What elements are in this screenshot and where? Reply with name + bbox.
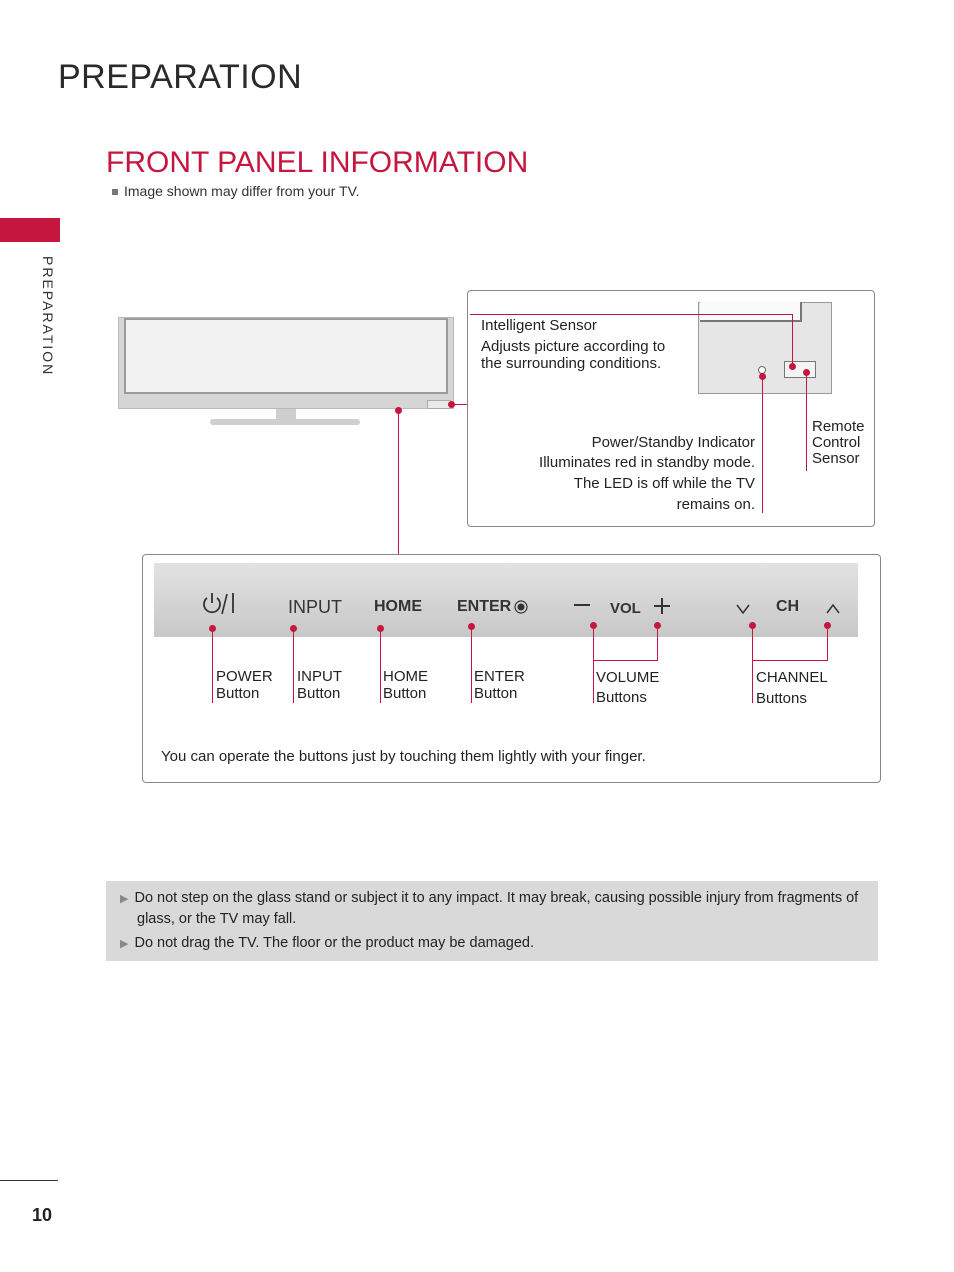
warning-item-1: ▶ Do not step on the glass stand or subje… bbox=[120, 888, 858, 910]
home-button-line bbox=[380, 629, 381, 703]
home-strip-label: HOME bbox=[374, 598, 422, 615]
power-button-sub: Button bbox=[216, 685, 260, 702]
volume-up-icon bbox=[654, 598, 670, 614]
bullet-arrow-icon: ▶ bbox=[120, 938, 129, 950]
image-note-text: Image shown may differ from your TV. bbox=[124, 183, 360, 199]
enter-button-line bbox=[471, 627, 472, 703]
power-indicator-desc-2: The LED is off while the TV bbox=[573, 475, 755, 492]
remote-sensor-line bbox=[806, 373, 807, 471]
button-strip bbox=[154, 563, 858, 637]
side-tab-marker bbox=[0, 218, 60, 242]
channel-down-icon bbox=[736, 601, 750, 615]
intelligent-sensor-title: Intelligent Sensor bbox=[481, 317, 597, 334]
home-button-name: HOME bbox=[383, 668, 428, 685]
enter-button-name: ENTER bbox=[474, 668, 525, 685]
power-led-line bbox=[762, 377, 763, 513]
page-number: 10 bbox=[32, 1205, 53, 1225]
remote-sensor-label-2: Control bbox=[812, 434, 861, 451]
remote-sensor-label-3: Sensor bbox=[812, 450, 860, 467]
channel-line-join bbox=[752, 660, 828, 661]
tv-screen bbox=[124, 318, 448, 394]
power-led-marker bbox=[759, 373, 766, 380]
intelligent-sensor-desc-1: Adjusts picture according to bbox=[481, 338, 666, 355]
remote-sensor-label-1: Remote bbox=[812, 418, 865, 435]
volume-line-left bbox=[593, 626, 594, 703]
input-button-name: INPUT bbox=[297, 668, 342, 685]
tv-stand-base bbox=[210, 419, 360, 425]
volume-up-marker bbox=[654, 622, 661, 629]
volume-line-right bbox=[657, 626, 658, 661]
intelligent-sensor-line bbox=[470, 314, 792, 315]
image-note: Image shown may differ from your TV. bbox=[112, 183, 360, 199]
power-button-name: POWER bbox=[216, 668, 273, 685]
tv-led-marker bbox=[395, 407, 402, 414]
tv-to-detail-line bbox=[451, 404, 467, 405]
page-title: PREPARATION bbox=[58, 58, 303, 96]
channel-down-marker bbox=[749, 622, 756, 629]
input-strip-label: INPUT bbox=[288, 597, 342, 617]
input-button-line bbox=[293, 629, 294, 703]
home-button-sub: Button bbox=[383, 685, 427, 702]
warning-1-line-1: Do not step on the glass stand or subjec… bbox=[134, 890, 859, 906]
power-button-line bbox=[212, 629, 213, 703]
tv-to-panel-line bbox=[398, 411, 399, 554]
volume-down-icon bbox=[574, 604, 590, 606]
volume-buttons-label: VOLUME Buttons bbox=[596, 668, 659, 708]
volume-down-marker bbox=[590, 622, 597, 629]
warning-1-line-2: glass, or the TV may fall. bbox=[137, 911, 297, 927]
channel-line-right bbox=[827, 626, 828, 661]
intelligent-sensor-marker bbox=[789, 363, 796, 370]
intelligent-sensor-desc-2: the surrounding conditions. bbox=[481, 355, 662, 372]
warning-box bbox=[106, 881, 878, 961]
intelligent-sensor-line-v bbox=[792, 314, 793, 366]
volume-buttons-name: VOLUME bbox=[596, 669, 660, 686]
power-indicator-desc-3: remains on. bbox=[676, 496, 755, 513]
detail-screen-corner bbox=[700, 302, 802, 322]
section-title: FRONT PANEL INFORMATION bbox=[106, 146, 529, 179]
volume-buttons-sub: Buttons bbox=[596, 689, 647, 706]
enter-button-marker bbox=[468, 623, 475, 630]
warning-2-line-1: Do not drag the TV. The floor or the pro… bbox=[134, 935, 535, 951]
enter-button-sub: Button bbox=[474, 685, 518, 702]
channel-buttons-name: CHANNEL bbox=[756, 669, 828, 686]
input-button-marker bbox=[290, 625, 297, 632]
input-button-sub: Button bbox=[297, 685, 341, 702]
warning-item-2: ▶ Do not drag the TV. The floor or the pr… bbox=[120, 933, 534, 955]
tv-stand-neck bbox=[276, 409, 296, 419]
page-rule bbox=[0, 1180, 58, 1181]
power-button-marker bbox=[209, 625, 216, 632]
channel-buttons-sub: Buttons bbox=[756, 690, 807, 707]
panel-footer-note: You can operate the buttons just by touc… bbox=[161, 748, 646, 765]
enter-indicator-icon bbox=[514, 600, 528, 614]
power-icon bbox=[200, 590, 240, 618]
channel-up-marker bbox=[824, 622, 831, 629]
volume-line-join bbox=[593, 660, 658, 661]
channel-buttons-label: CHANNEL Buttons bbox=[756, 667, 828, 709]
bullet-arrow-icon: ▶ bbox=[120, 893, 129, 905]
remote-sensor-marker bbox=[803, 369, 810, 376]
ch-strip-label: CH bbox=[776, 598, 800, 615]
side-tab-label: PREPARATION bbox=[40, 256, 56, 377]
home-button-marker bbox=[377, 625, 384, 632]
channel-line-left bbox=[752, 626, 753, 703]
vol-strip-label: VOL bbox=[610, 600, 641, 617]
power-indicator-title: Power/Standby Indicator bbox=[591, 434, 755, 451]
channel-up-icon bbox=[826, 601, 840, 614]
bullet-square-icon bbox=[112, 189, 118, 196]
power-indicator-desc-1: Illuminates red in standby mode. bbox=[539, 454, 755, 471]
enter-strip-label: ENTER bbox=[457, 598, 512, 615]
